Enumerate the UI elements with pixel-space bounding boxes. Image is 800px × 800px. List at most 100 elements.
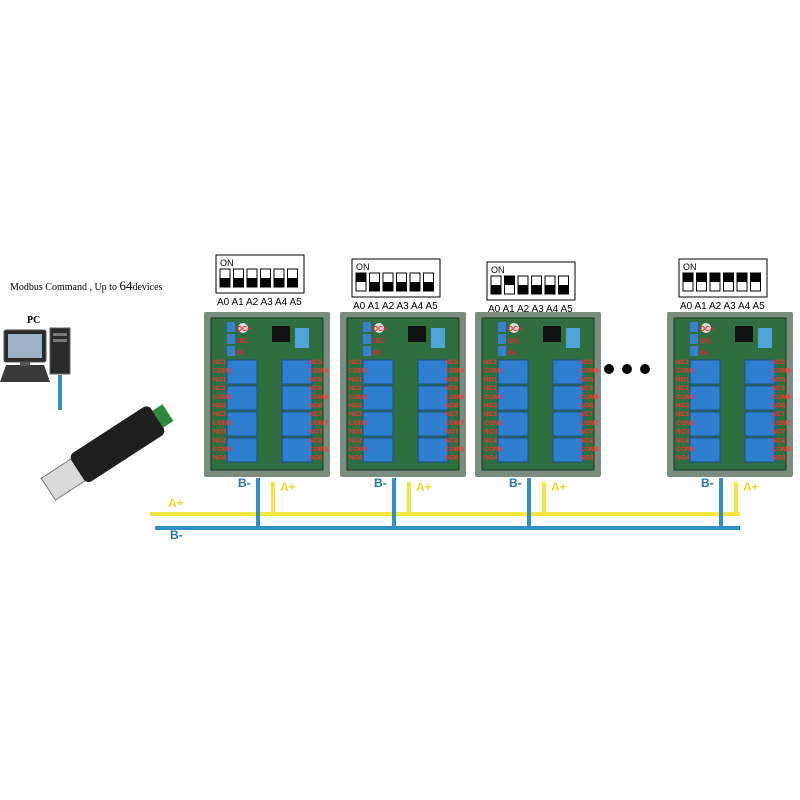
mcu-chip bbox=[735, 326, 753, 342]
bus-wires bbox=[150, 478, 740, 530]
relay-terminal-label: COM1 bbox=[484, 368, 503, 375]
relay bbox=[497, 359, 529, 385]
relay bbox=[281, 385, 313, 411]
relay bbox=[689, 359, 721, 385]
dip-address-label: A1 bbox=[695, 301, 708, 312]
more-devices-ellipsis bbox=[604, 364, 650, 374]
dip-switch-lever bbox=[287, 278, 298, 287]
relay-terminal-label: COM7 bbox=[445, 420, 464, 427]
relay-terminal-label: COM8 bbox=[309, 446, 328, 453]
relay bbox=[689, 411, 721, 437]
input-terminal bbox=[498, 334, 506, 344]
relay-terminal-label: NO5 bbox=[772, 376, 786, 383]
input-terminal bbox=[363, 322, 371, 332]
input-terminal-label: DC- bbox=[700, 338, 713, 345]
relay-terminal-label: NO5 bbox=[580, 376, 594, 383]
input-terminal bbox=[227, 346, 235, 356]
relay-terminal-label: COM1 bbox=[213, 368, 232, 375]
relay bbox=[552, 359, 584, 385]
relay-terminal-label: COM1 bbox=[676, 368, 695, 375]
capacitor bbox=[374, 323, 384, 333]
relay-terminal-label: NC7 bbox=[309, 411, 322, 418]
relay-terminal-label: COM1 bbox=[349, 368, 368, 375]
a-plus-label: A+ bbox=[168, 496, 184, 510]
dip-switch-lever bbox=[558, 285, 569, 294]
dip-on-label: ON bbox=[491, 265, 505, 275]
dip-address-label: A4 bbox=[738, 301, 751, 312]
input-terminal bbox=[498, 322, 506, 332]
dip-address-label: A0 bbox=[680, 301, 693, 312]
relay-terminal-label: NC8 bbox=[309, 437, 322, 444]
relay bbox=[417, 437, 449, 463]
relay bbox=[497, 385, 529, 411]
input-terminal-label: DC+ bbox=[700, 326, 714, 333]
relay-terminal-label: NC7 bbox=[772, 411, 785, 418]
relay bbox=[417, 359, 449, 385]
relay bbox=[689, 437, 721, 463]
relay-terminal-label: NC2 bbox=[676, 385, 689, 392]
caption-suffix: devices bbox=[132, 282, 163, 293]
relay-terminal-label: COM7 bbox=[309, 420, 328, 427]
relay-terminal-label: NC3 bbox=[349, 411, 362, 418]
relay-terminal-label: NO8 bbox=[772, 455, 786, 462]
relay-terminal-label: NC3 bbox=[676, 411, 689, 418]
input-terminal bbox=[690, 346, 698, 356]
relay-terminal-label: COM6 bbox=[309, 394, 328, 401]
dip-address-label: A2 bbox=[709, 301, 722, 312]
dip-switch-lever bbox=[737, 273, 747, 282]
mcu-chip bbox=[543, 326, 561, 342]
relay-terminal-label: NC7 bbox=[445, 411, 458, 418]
dip-address-label: A2 bbox=[517, 304, 530, 315]
input-terminal bbox=[363, 334, 371, 344]
relay-terminal-label: COM3 bbox=[484, 420, 503, 427]
relay-terminal-label: NC4 bbox=[676, 437, 689, 444]
relay-terminal-label: COM8 bbox=[580, 446, 599, 453]
relay bbox=[417, 411, 449, 437]
relay-terminal-label: NC5 bbox=[772, 359, 785, 366]
relay bbox=[744, 437, 776, 463]
relay-terminal-label: NC4 bbox=[213, 437, 226, 444]
relay-terminal-label: NO2 bbox=[676, 403, 690, 410]
relay-terminal-label: NO7 bbox=[580, 429, 594, 436]
dip-switch-lever bbox=[396, 282, 407, 291]
relay-terminal-label: NC7 bbox=[580, 411, 593, 418]
mcu-chip bbox=[408, 326, 426, 342]
input-terminal bbox=[690, 322, 698, 332]
input-terminal bbox=[498, 346, 506, 356]
relay-terminal-label: COM5 bbox=[580, 368, 599, 375]
dip-on-label: ON bbox=[683, 262, 697, 272]
caption-prefix: Modbus Command , Up to bbox=[10, 282, 120, 293]
a-plus-label: A+ bbox=[743, 480, 759, 494]
relay-terminal-label: NO8 bbox=[445, 455, 459, 462]
relay-terminal-label: NC4 bbox=[349, 437, 362, 444]
relay bbox=[226, 437, 258, 463]
dip-switch-lever bbox=[260, 278, 271, 287]
relay-terminal-label: NO4 bbox=[213, 455, 227, 462]
a-plus-label: A+ bbox=[551, 480, 567, 494]
relay-terminal-label: NC6 bbox=[445, 385, 458, 392]
dip-switch-lever bbox=[710, 273, 720, 282]
pc-label: PC bbox=[27, 315, 41, 326]
dip-switch-lever bbox=[750, 273, 761, 282]
caption-count: 64 bbox=[119, 278, 133, 293]
a-plus-label: A+ bbox=[416, 480, 432, 494]
dip-switch-lever bbox=[696, 273, 707, 282]
relay-terminal-label: NO1 bbox=[676, 376, 690, 383]
relay-terminal-label: NO3 bbox=[676, 429, 690, 436]
capacitor bbox=[238, 323, 248, 333]
relay-terminal-label: COM7 bbox=[772, 420, 791, 427]
dip-address-label: A4 bbox=[411, 301, 424, 312]
dip-switch-lever bbox=[531, 285, 542, 294]
input-terminal bbox=[227, 334, 235, 344]
dip-address-label: A0 bbox=[488, 304, 501, 315]
relay-terminal-label: NO6 bbox=[772, 403, 786, 410]
onboard-dip bbox=[758, 328, 772, 348]
relay bbox=[744, 411, 776, 437]
dip-address-label: A5 bbox=[290, 297, 303, 308]
relay-terminal-label: NC4 bbox=[484, 437, 497, 444]
relay-terminal-label: COM2 bbox=[349, 394, 368, 401]
dip-switch-lever bbox=[233, 278, 244, 287]
relay-terminal-label: NO4 bbox=[676, 455, 690, 462]
